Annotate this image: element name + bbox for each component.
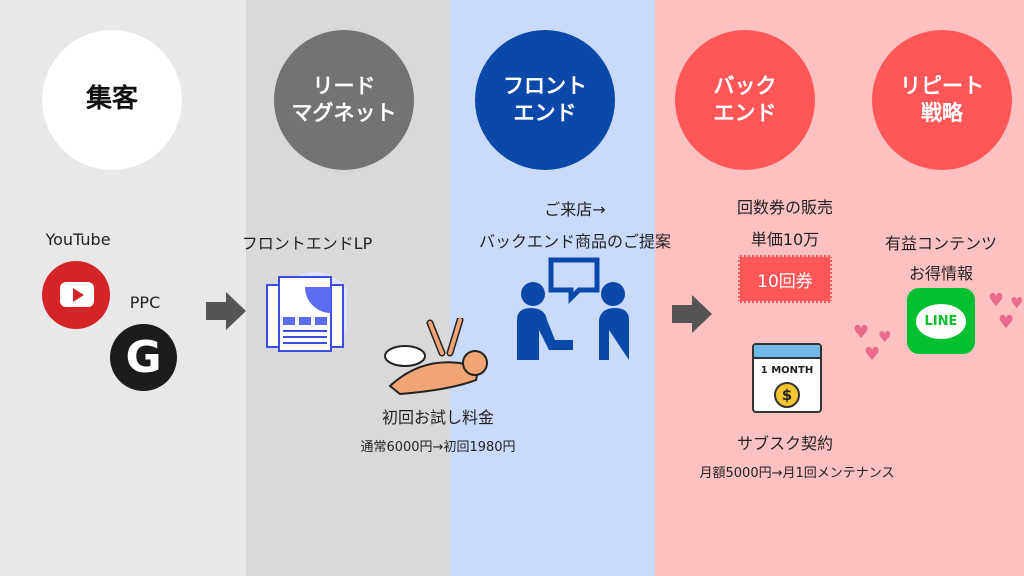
dollar-coin-icon: $ [774, 382, 800, 408]
stage-lead-magnet: リード マグネット [274, 30, 414, 170]
arrow-right-icon [206, 292, 246, 330]
subscription-price-label: 月額5000円→月1回メンテナンス [699, 466, 895, 481]
stage-back-end: バック エンド [675, 30, 815, 170]
landing-page-icon [266, 272, 347, 352]
visit-label: ご来店→ [544, 200, 606, 219]
heart-icon: ♥ [1010, 294, 1024, 312]
trial-price-label: 通常6000円→初回1980円 [360, 440, 516, 455]
trial-offer-label: 初回お試し料金 [381, 408, 495, 427]
lp-label: フロントエンドLP [241, 234, 373, 253]
google-icon: G [110, 324, 177, 391]
line-app-icon: LINE [907, 288, 975, 354]
massage-illustration [384, 318, 488, 396]
youtube-icon [42, 261, 110, 329]
ppc-label: PPC [129, 293, 161, 312]
consultation-icon [517, 257, 629, 360]
calendar-icon: 1 MONTH $ [752, 343, 822, 413]
heart-icon: ♥ [864, 344, 881, 365]
useful-content-label: 有益コンテンツ [884, 234, 998, 253]
line-logo: LINE [915, 303, 967, 339]
calendar-text: 1 MONTH [760, 365, 814, 376]
heart-icon: ♥ [988, 290, 1005, 311]
deals-label: お得情報 [908, 264, 974, 283]
stage-repeat: リピート 戦略 [872, 30, 1012, 170]
subscription-label: サブスク契約 [736, 434, 834, 453]
unit-price-label: 単価10万 [750, 230, 820, 249]
youtube-label: YouTube [45, 230, 111, 249]
ticket-sale-label: 回数券の販売 [736, 198, 834, 217]
proposal-label: バックエンド商品のご提案 [478, 232, 672, 251]
heart-icon: ♥ [998, 312, 1015, 333]
stage-acquisition: 集客 [42, 30, 182, 170]
ticket-badge: 10回券 [738, 255, 832, 303]
heart-icon: ♥ [878, 328, 892, 346]
arrow-right-icon [672, 295, 712, 333]
heart-icon: ♥ [853, 322, 870, 343]
stage-front-end: フロント エンド [475, 30, 615, 170]
